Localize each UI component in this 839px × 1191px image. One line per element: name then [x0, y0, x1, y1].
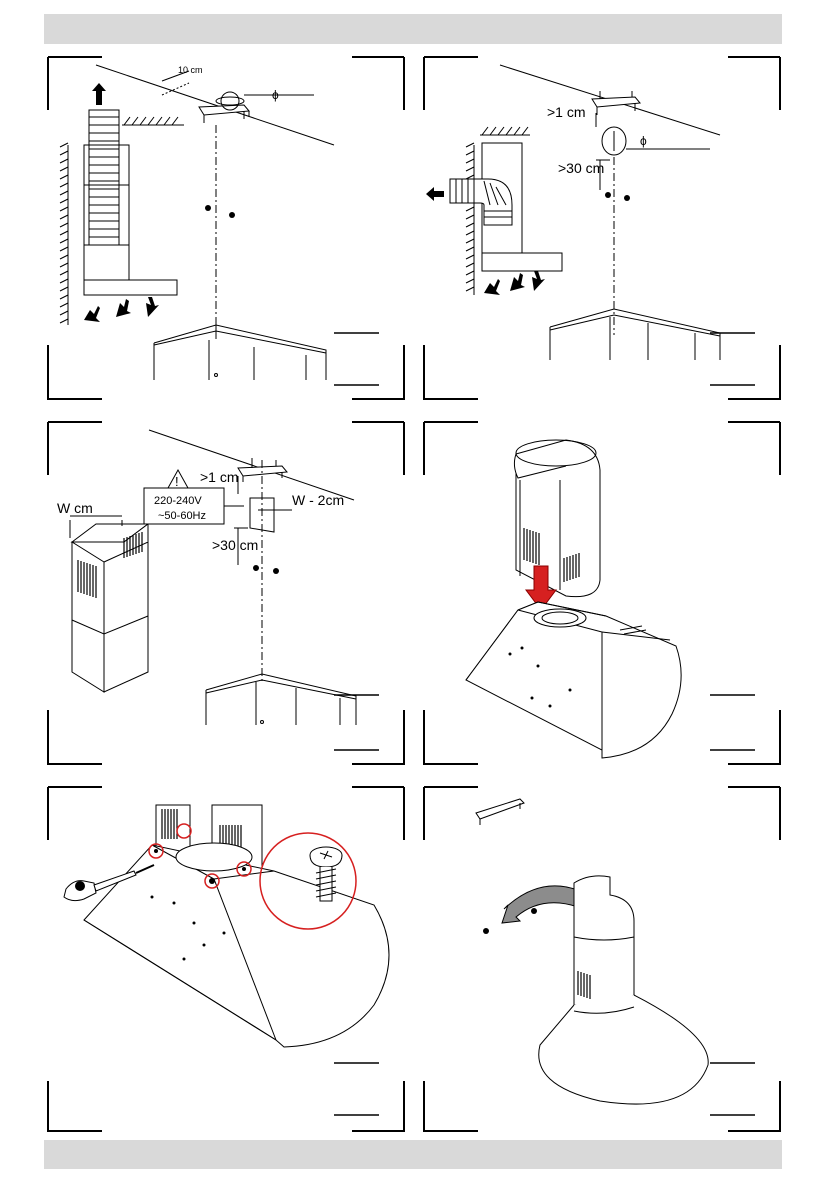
panel-3-dimensions: W cm ! 220-240V ~50-60Hz >1 cm W - 2cm >… — [44, 420, 406, 768]
panel-1-ducted-vertical: ϕ 10 cm — [44, 55, 406, 403]
panel-6-illustration — [423, 786, 781, 1132]
phi-symbol-2: ϕ — [640, 134, 647, 148]
panel-5-illustration — [47, 786, 405, 1132]
phi-symbol: ϕ — [272, 88, 279, 102]
warning-voltage: 220-240V — [154, 495, 202, 507]
gap-side-label-3: >30 cm — [212, 537, 258, 553]
panel-1-illustration: ϕ 10 cm — [47, 56, 405, 400]
panel-2-ducted-side: >1 cm ϕ >30 cm — [420, 55, 782, 403]
panel-2-illustration: >1 cm ϕ >30 cm — [423, 56, 781, 400]
panel-4-illustration — [423, 421, 781, 765]
gap-side-label: >30 cm — [558, 160, 604, 176]
width-minus-label: W - 2cm — [292, 492, 344, 508]
gap-top-label-3: >1 cm — [200, 469, 239, 485]
panel-6-cover-fitting — [420, 785, 782, 1135]
gap-top-label: >1 cm — [547, 104, 586, 120]
panel-3-illustration: W cm ! 220-240V ~50-60Hz >1 cm W - 2cm >… — [47, 421, 405, 765]
header-band — [44, 14, 782, 44]
footer-band — [44, 1140, 782, 1169]
width-label: W cm — [57, 500, 93, 516]
panel-5-screw-fixing — [44, 785, 406, 1135]
warning-mark: ! — [175, 474, 179, 489]
warning-frequency: ~50-60Hz — [158, 510, 206, 522]
panel-4-chimney-fit — [420, 420, 782, 768]
dimension-10cm: 10 cm — [178, 65, 203, 75]
